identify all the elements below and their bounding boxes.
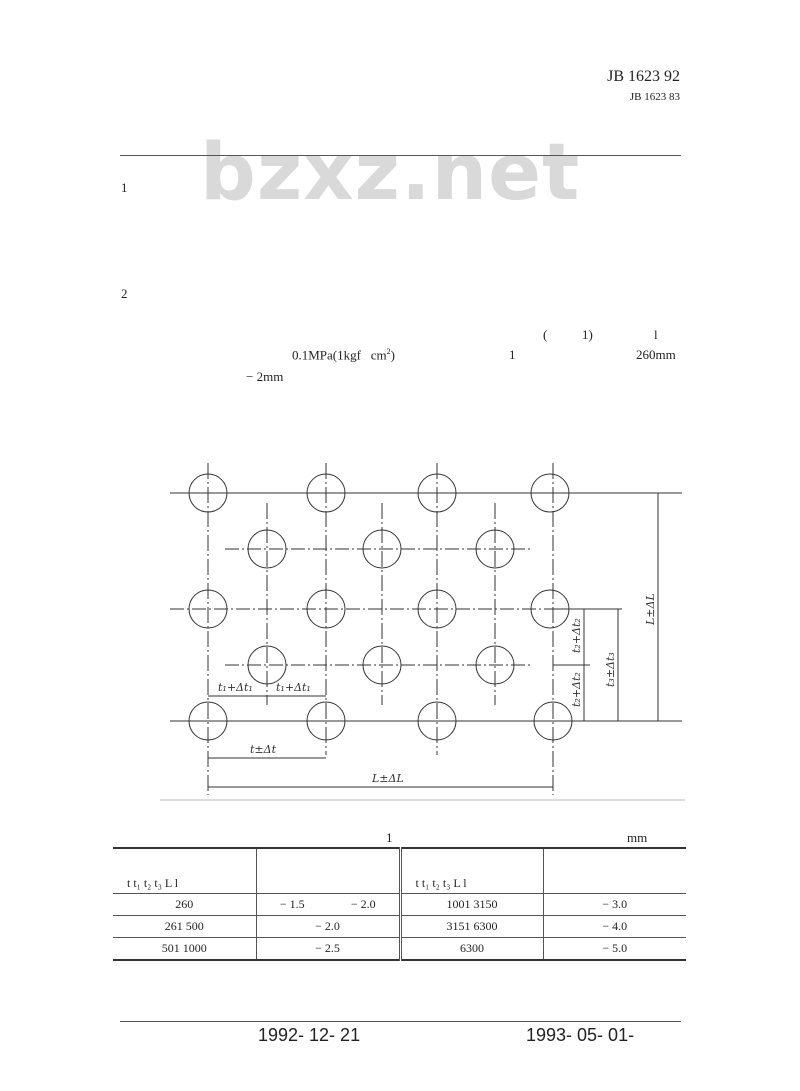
header-tolerance-right xyxy=(542,847,686,894)
cell-range: 260 xyxy=(113,893,256,916)
hole xyxy=(306,701,346,741)
dimension-label-t2-upper: t₂+Δt₂ xyxy=(570,618,583,653)
table-row: 501 1000 − 2.5 6300 − 5.0 xyxy=(113,937,686,960)
cell-tolerance: − 5.0 xyxy=(542,937,686,960)
dimension-label-t3: t₃±Δt₃ xyxy=(604,652,617,687)
header-dimension-left: t t₁ t₂ t₃ L l xyxy=(113,847,256,894)
hole xyxy=(188,701,228,741)
cell-tolerance: − 2.5 xyxy=(255,937,400,960)
hole xyxy=(362,529,402,569)
header-rule xyxy=(120,155,681,156)
hole-pattern-figure: t₁+Δt₁ t₁+Δt₁ t±Δt L±ΔL t₂+Δt₂ t₂+Δt₂ t₃… xyxy=(160,463,685,801)
hole xyxy=(306,473,346,513)
para-text: 1 xyxy=(509,347,516,362)
pressure-text-close: ) xyxy=(390,347,395,363)
dimension-label-t2-lower: t₂+Δt₂ xyxy=(570,672,583,707)
watermark: bzxz.net xyxy=(200,128,581,218)
dimension-label-t1: t₁+Δt₁ xyxy=(218,681,253,694)
para-text: 260mm xyxy=(636,347,676,362)
para-text: ( xyxy=(543,327,548,342)
table-row: 260 − 1.5 − 2.0 1001 3150 − 3.0 xyxy=(113,893,686,916)
table-header-row: t t₁ t₂ t₃ L l t t₁ t₂ t₃ L l xyxy=(113,847,686,894)
para-text: l xyxy=(654,327,658,342)
cell-range: 261 500 xyxy=(113,915,256,938)
hole xyxy=(188,589,228,629)
header-dimension-right: t t₁ t₂ t₃ L l xyxy=(398,847,543,894)
section-number-2: 2 xyxy=(121,286,128,301)
cell-tolerance: − 2.0 xyxy=(255,915,400,938)
hole xyxy=(417,701,457,741)
dimension-label-L: L±ΔL xyxy=(371,772,404,785)
hole xyxy=(417,589,457,629)
table-row: 261 500 − 2.0 3151 6300 − 4.0 xyxy=(113,915,686,938)
hole xyxy=(362,645,402,685)
para-text: 0.1MPa(1kgf cm2) xyxy=(292,347,395,363)
header-tolerance-left xyxy=(255,847,400,894)
pressure-text: 0.1MPa(1kgf cm xyxy=(292,347,387,363)
section-number-1: 1 xyxy=(121,180,128,195)
effective-date: 1993- 05- 01- xyxy=(526,1025,635,1045)
hole xyxy=(306,589,346,629)
cell-range: 501 1000 xyxy=(113,937,256,960)
dimension-label-t: t±Δt xyxy=(250,743,277,756)
cell-range: 1001 3150 xyxy=(398,893,543,916)
superscript: 2 xyxy=(386,347,391,356)
dimension-label-t1-second: t₁+Δt₁ xyxy=(276,681,311,694)
dimension-label-L-vertical: L±ΔL xyxy=(644,593,657,626)
standard-number: JB 1623 92 xyxy=(607,68,680,85)
hole xyxy=(417,473,457,513)
table-unit: mm xyxy=(627,830,648,845)
footer-rule xyxy=(120,1021,681,1022)
cell-tolerance: − 4.0 xyxy=(542,915,686,938)
hole xyxy=(247,529,287,569)
replaced-standard-number: JB 1623 83 xyxy=(629,91,680,103)
cell-tolerance: − 3.0 xyxy=(542,893,686,916)
issue-date: 1992- 12- 21 xyxy=(258,1025,361,1045)
cell-range: 3151 6300 xyxy=(398,915,543,938)
para-text: − 2mm xyxy=(246,369,284,384)
cell-tolerance: − 2.0 xyxy=(328,893,400,916)
cell-range: 6300 xyxy=(398,937,543,960)
hole xyxy=(247,645,287,685)
table-number: 1 xyxy=(386,830,393,845)
hole xyxy=(475,645,515,685)
hole xyxy=(475,529,515,569)
hole xyxy=(188,473,228,513)
para-text: 1) xyxy=(582,327,593,342)
tolerance-table: t t₁ t₂ t₃ L l t t₁ t₂ t₃ L l 260 − 1.5 … xyxy=(113,847,686,961)
cell-tolerance: − 1.5 xyxy=(255,893,328,916)
